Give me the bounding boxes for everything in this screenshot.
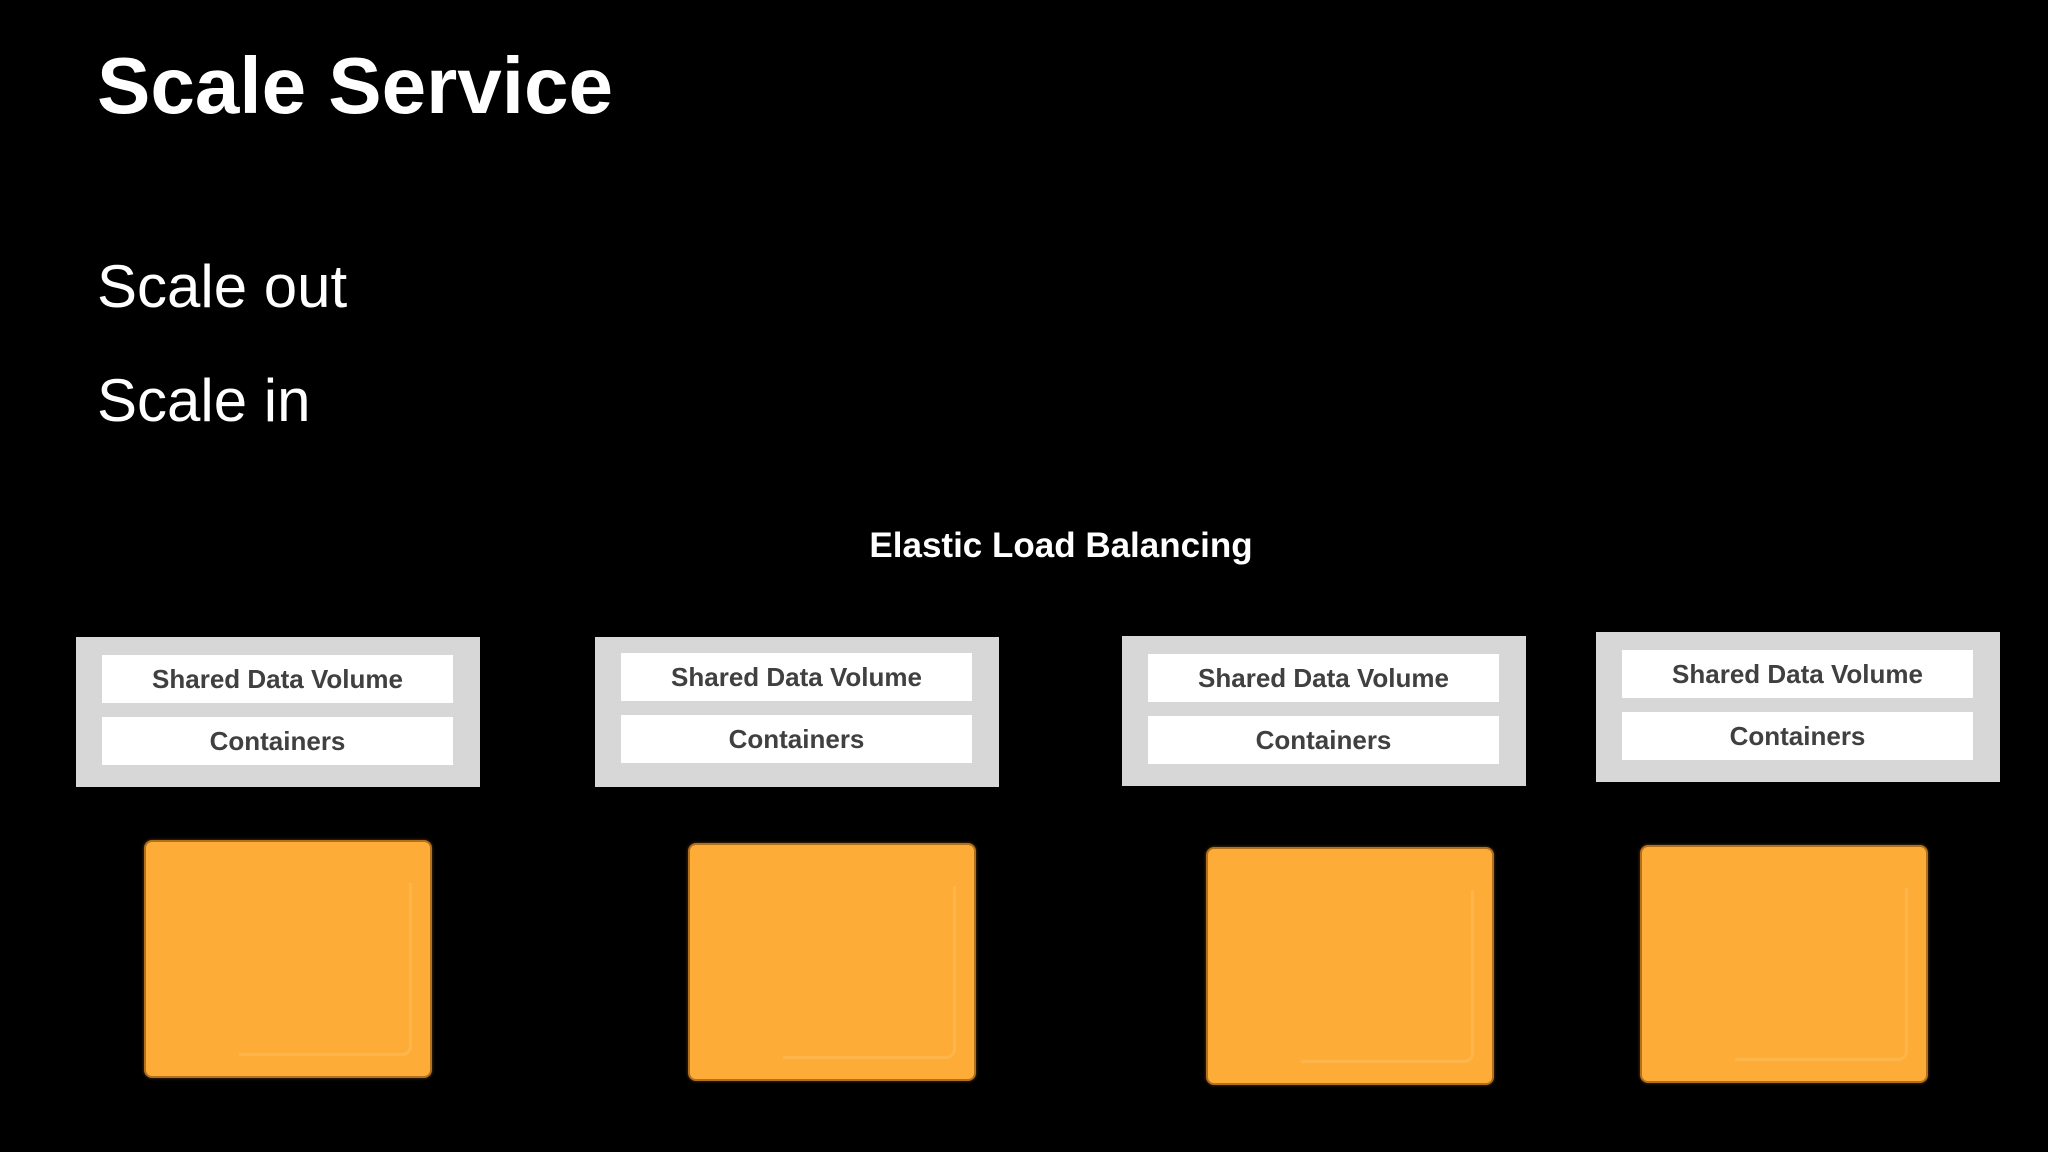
containers-label: Containers: [102, 717, 453, 765]
instance-box: [1640, 845, 1928, 1083]
load-balancer-label: Elastic Load Balancing: [869, 526, 1253, 565]
instance-box: [1206, 847, 1494, 1085]
slide-title: Scale Service: [97, 41, 613, 130]
instance-highlight: [1735, 888, 1908, 1061]
containers-label: Containers: [621, 715, 972, 763]
containers-label: Containers: [1622, 712, 1973, 760]
task-box: Shared Data Volume Containers: [1596, 632, 2000, 782]
shared-data-volume-label: Shared Data Volume: [102, 655, 453, 703]
containers-label: Containers: [1148, 716, 1499, 764]
instance-highlight: [783, 886, 956, 1059]
shared-data-volume-label: Shared Data Volume: [621, 653, 972, 701]
shared-data-volume-label: Shared Data Volume: [1148, 654, 1499, 702]
bullet-scale-out: Scale out: [97, 253, 348, 320]
instance-highlight: [239, 883, 412, 1056]
shared-data-volume-label: Shared Data Volume: [1622, 650, 1973, 698]
task-box: Shared Data Volume Containers: [595, 637, 999, 787]
instance-highlight: [1301, 890, 1474, 1063]
task-box: Shared Data Volume Containers: [1122, 636, 1526, 786]
task-box: Shared Data Volume Containers: [76, 637, 480, 787]
instance-box: [144, 840, 432, 1078]
bullet-scale-in: Scale in: [97, 367, 311, 434]
instance-box: [688, 843, 976, 1081]
